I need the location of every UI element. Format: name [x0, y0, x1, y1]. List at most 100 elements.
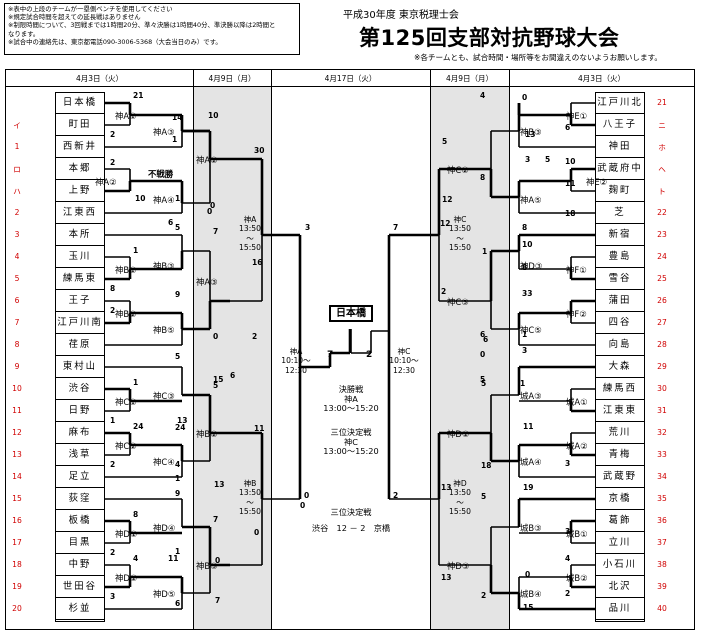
- score-right: 18: [565, 209, 576, 218]
- score-right: 2: [481, 591, 487, 600]
- score-left: 21: [133, 91, 144, 100]
- team-left: 足立: [56, 467, 104, 488]
- seed-number-right: 30: [657, 384, 667, 393]
- team-right: 江東東: [596, 401, 644, 422]
- score-right: 3: [565, 459, 571, 468]
- third-result-title: 三位決定戦: [330, 507, 372, 517]
- score-left: 4: [175, 460, 181, 469]
- sf-end: 15:50: [239, 507, 261, 517]
- seed-number-right: 36: [657, 516, 667, 525]
- qf-label-left: 神A③: [196, 277, 218, 287]
- sf-time: 13:50: [449, 488, 471, 498]
- score-right: 13: [441, 573, 452, 582]
- semi-end: 12:30: [285, 365, 307, 375]
- score-right: 15: [523, 603, 534, 612]
- game-label-left: 神B①: [115, 265, 137, 275]
- sf-tilde: 〜: [246, 233, 254, 243]
- semi-score: 2: [393, 491, 399, 500]
- seed-number-right: 27: [657, 318, 667, 327]
- divider: [271, 87, 272, 629]
- qf-label-left: 神B③: [196, 561, 218, 571]
- sf-tilde: 〜: [456, 497, 464, 507]
- score-right: 5: [481, 492, 487, 501]
- score-right: 2: [565, 589, 571, 598]
- qf-label-left: 神B②: [196, 429, 218, 439]
- score-left: 10: [208, 111, 219, 120]
- team-right: 蒲田: [596, 291, 644, 312]
- score-left: 2: [252, 332, 258, 341]
- team-right: 武蔵府中: [596, 159, 644, 180]
- seed-number-left: 17: [12, 538, 22, 547]
- score-right: 4: [565, 554, 571, 563]
- semi-score: 7: [393, 223, 399, 232]
- header-final: 4月17日（火）: [271, 70, 430, 87]
- qf-label-right: 神D②: [447, 429, 470, 439]
- qf-label-left: 神A②: [196, 155, 218, 165]
- seed-number-left: 18: [12, 560, 22, 569]
- score-left: 1: [175, 194, 181, 203]
- team-right: 北沢: [596, 577, 644, 598]
- score-left: 13: [177, 416, 188, 425]
- team-right: 京橋: [596, 489, 644, 510]
- page-title: 第125回支部対抗野球大会: [359, 26, 620, 50]
- game-label-right: 城B②: [566, 573, 588, 583]
- game-label-right: 城A③: [520, 391, 542, 401]
- seed-number-left: 10: [12, 384, 22, 393]
- subtitle: 平成30年度 東京税理士会: [343, 10, 459, 21]
- score-left: 24: [133, 422, 144, 431]
- score-left: 15: [213, 375, 224, 384]
- game-label-right: 神F②: [566, 309, 587, 319]
- score-right: 0: [525, 570, 531, 579]
- seed-number-left: 7: [14, 318, 20, 327]
- sf-time: 13:50: [239, 488, 261, 498]
- score-right: 1: [482, 247, 488, 256]
- score-right: 0: [480, 350, 486, 359]
- game-label-right: 神A⑤: [520, 195, 542, 205]
- semi-score: 0: [304, 491, 310, 500]
- score-left: 8: [110, 284, 116, 293]
- team-left: 日野: [56, 401, 104, 422]
- seed-number-left: ロ: [13, 165, 21, 174]
- team-left: 渋谷: [56, 379, 104, 400]
- divider: [430, 87, 431, 629]
- header-right-r1: 4月3日（火）: [509, 70, 694, 87]
- note-line: ※試合中の連絡先は、東京都電話090-3006-5368（大会当日のみ）です。: [8, 37, 222, 46]
- score-left: 2: [110, 306, 116, 315]
- score-left: 9: [175, 489, 181, 498]
- semi-name: 神A: [289, 347, 303, 356]
- sf-time: 13:50: [239, 224, 261, 234]
- note-line: ※制限時間について、3回戦までは1時間20分、準々決勝は1時間40分、準決勝以降…: [8, 21, 276, 30]
- score-left: 1: [175, 547, 181, 556]
- final-score-right: 2: [366, 350, 373, 360]
- score-right: 1: [520, 379, 526, 388]
- team-left: 杉並: [56, 599, 104, 620]
- score-left: 8: [133, 510, 139, 519]
- game-label-left: 神D②: [115, 573, 138, 583]
- score-left: 1: [110, 416, 116, 425]
- team-right: 青梅: [596, 445, 644, 466]
- game-label-right: 神D③: [520, 261, 543, 271]
- score-left: 0: [254, 528, 260, 537]
- team-left: 東村山: [56, 357, 104, 378]
- shade-left: [193, 87, 271, 629]
- note-line: ※規定試合時間を超えての延長戦はありません: [8, 13, 141, 22]
- game-label-right: 神B③: [520, 127, 542, 137]
- semi-end: 12:30: [393, 365, 415, 375]
- sf-end: 15:50: [449, 243, 471, 253]
- team-left: 荏原: [56, 335, 104, 356]
- notes-box: ※表中の上段のチームが一塁側ベンチを使用してください ※規定試合時間を超えての延…: [4, 3, 300, 55]
- score-left: 11: [168, 554, 179, 563]
- team-right: 小石川: [596, 555, 644, 576]
- team-right: 葛飾: [596, 511, 644, 532]
- final-info: 決勝戦 神A 13:00〜15:20: [305, 384, 397, 414]
- sf-tilde: 〜: [456, 233, 464, 243]
- header-left-qf: 4月9日（月）: [193, 70, 271, 87]
- third-info: 三位決定戦 神C 13:00〜15:20: [305, 427, 397, 457]
- score-left: 3: [110, 592, 116, 601]
- score-right: 2: [441, 287, 447, 296]
- seed-number-right: 24: [657, 252, 667, 261]
- game-label-left: 神A①: [115, 111, 137, 121]
- seed-number-right: 37: [657, 538, 667, 547]
- seed-number-left: 6: [14, 296, 20, 305]
- seed-number-right: 31: [657, 406, 667, 415]
